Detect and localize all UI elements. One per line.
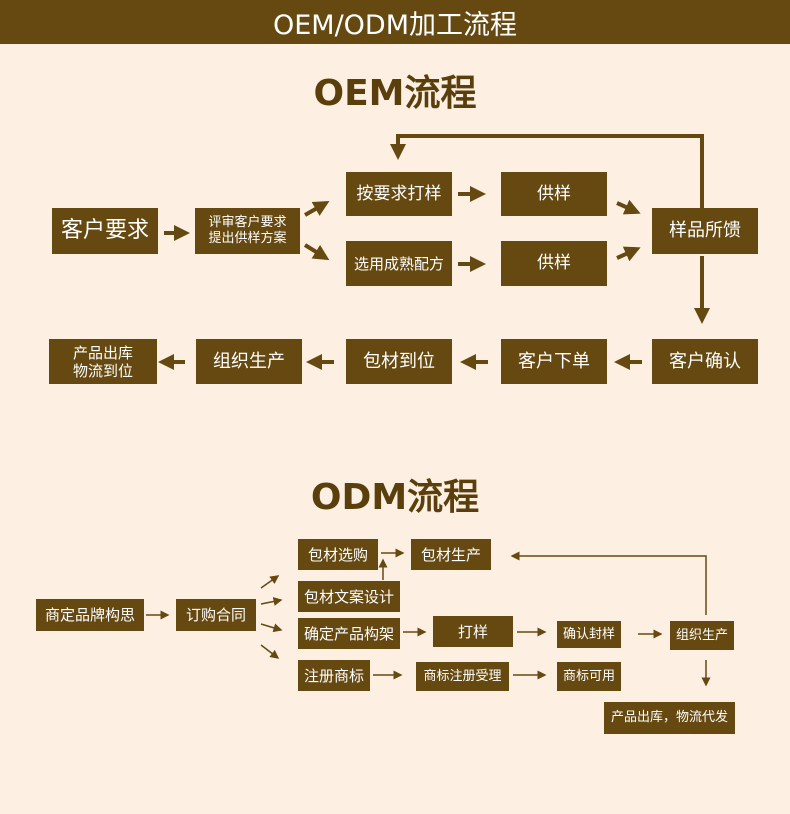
oem-supply-sample-1: 供样 (501, 172, 607, 216)
header-title: OEM/ODM加工流程 (272, 9, 518, 41)
arrow-evaluate-to-sample (304, 201, 330, 217)
header-banner: OEM/ODM加工流程 (0, 0, 790, 44)
arrow-feedback-loop (390, 134, 704, 208)
odm-packaging-production: 包材生产 (411, 539, 491, 570)
oem-supply-sample-2: 供样 (501, 241, 607, 286)
oem-sample-by-request: 按要求打样 (346, 172, 452, 216)
arrow-supply2-to-feedback (616, 246, 641, 262)
oem-organize-production: 组织生产 (196, 339, 302, 384)
odm-trademark-usable: 商标可用 (557, 662, 621, 691)
odm-sampling: 打样 (433, 616, 513, 647)
arrow-contract-to-design (260, 597, 283, 606)
odm-brand-concept: 商定品牌构思 (36, 599, 144, 631)
oem-client-order: 客户下单 (501, 339, 607, 384)
odm-packaging-purchase: 包材选购 (298, 539, 378, 570)
odm-section-title: ODM流程 (310, 477, 480, 518)
odm-sign-contract: 订购合同 (176, 599, 256, 631)
arrow-production-loop (510, 551, 707, 615)
arrow-contract-to-purchase (260, 575, 280, 589)
oem-client-request: 客户要求 (52, 208, 158, 254)
oem-section-title: OEM流程 (313, 73, 477, 114)
oem-choose-formula: 选用成熟配方 (346, 241, 452, 286)
arrow-supply1-to-feedback (616, 199, 641, 215)
odm-trademark: 注册商标 (298, 660, 370, 691)
arrow-contract-to-structure (260, 623, 283, 633)
odm-confirm-seal: 确认封样 (557, 621, 621, 648)
odm-product-structure: 确定产品构架 (298, 618, 400, 649)
odm-organize-production: 组织生产 (670, 621, 734, 650)
oem-feedback: 样品所馈 (652, 208, 758, 254)
oem-client-confirm: 客户确认 (652, 339, 758, 384)
odm-packaging-design: 包材文案设计 (298, 581, 400, 612)
odm-ship-out: 产品出库，物流代发 (604, 702, 735, 734)
oem-packaging-arrival: 包材到位 (346, 339, 452, 384)
oem-ship-out: 产品出库 物流到位 (49, 339, 157, 384)
oem-evaluate: 评审客户要求 提出供样方案 (195, 208, 300, 254)
odm-trademark-accept: 商标注册受理 (416, 662, 509, 691)
arrow-contract-to-trademark (260, 644, 280, 659)
arrow-evaluate-to-formula (303, 243, 330, 261)
